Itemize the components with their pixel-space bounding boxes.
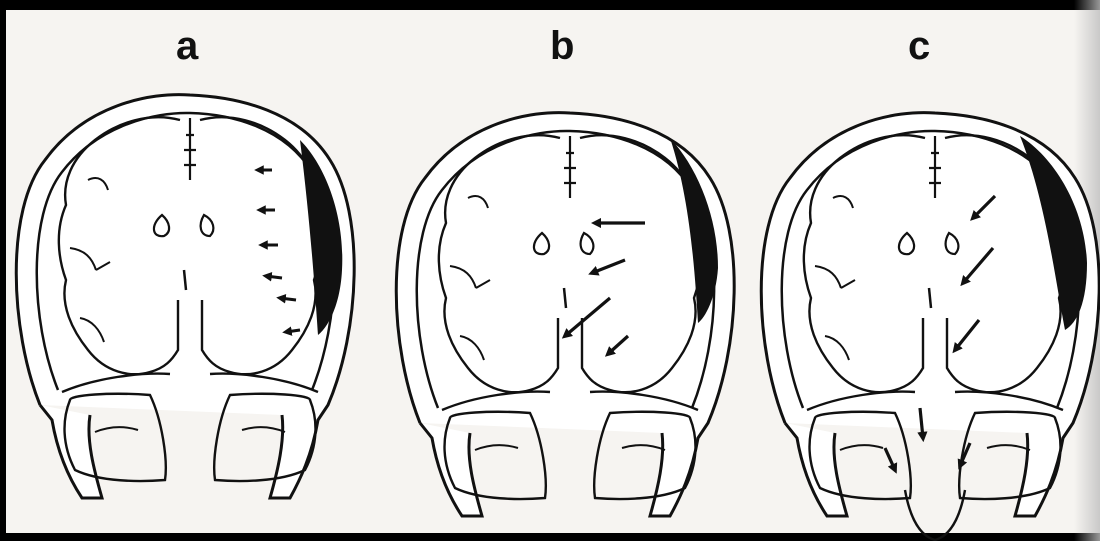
- panel-a: [16, 95, 354, 498]
- panel-b: [396, 113, 734, 516]
- herniated-tonsils: [905, 490, 965, 540]
- panel-c: [761, 113, 1099, 540]
- panel-label-c: c: [908, 26, 930, 66]
- panel-label-a: a: [176, 26, 198, 66]
- panel-label-b: b: [550, 26, 574, 66]
